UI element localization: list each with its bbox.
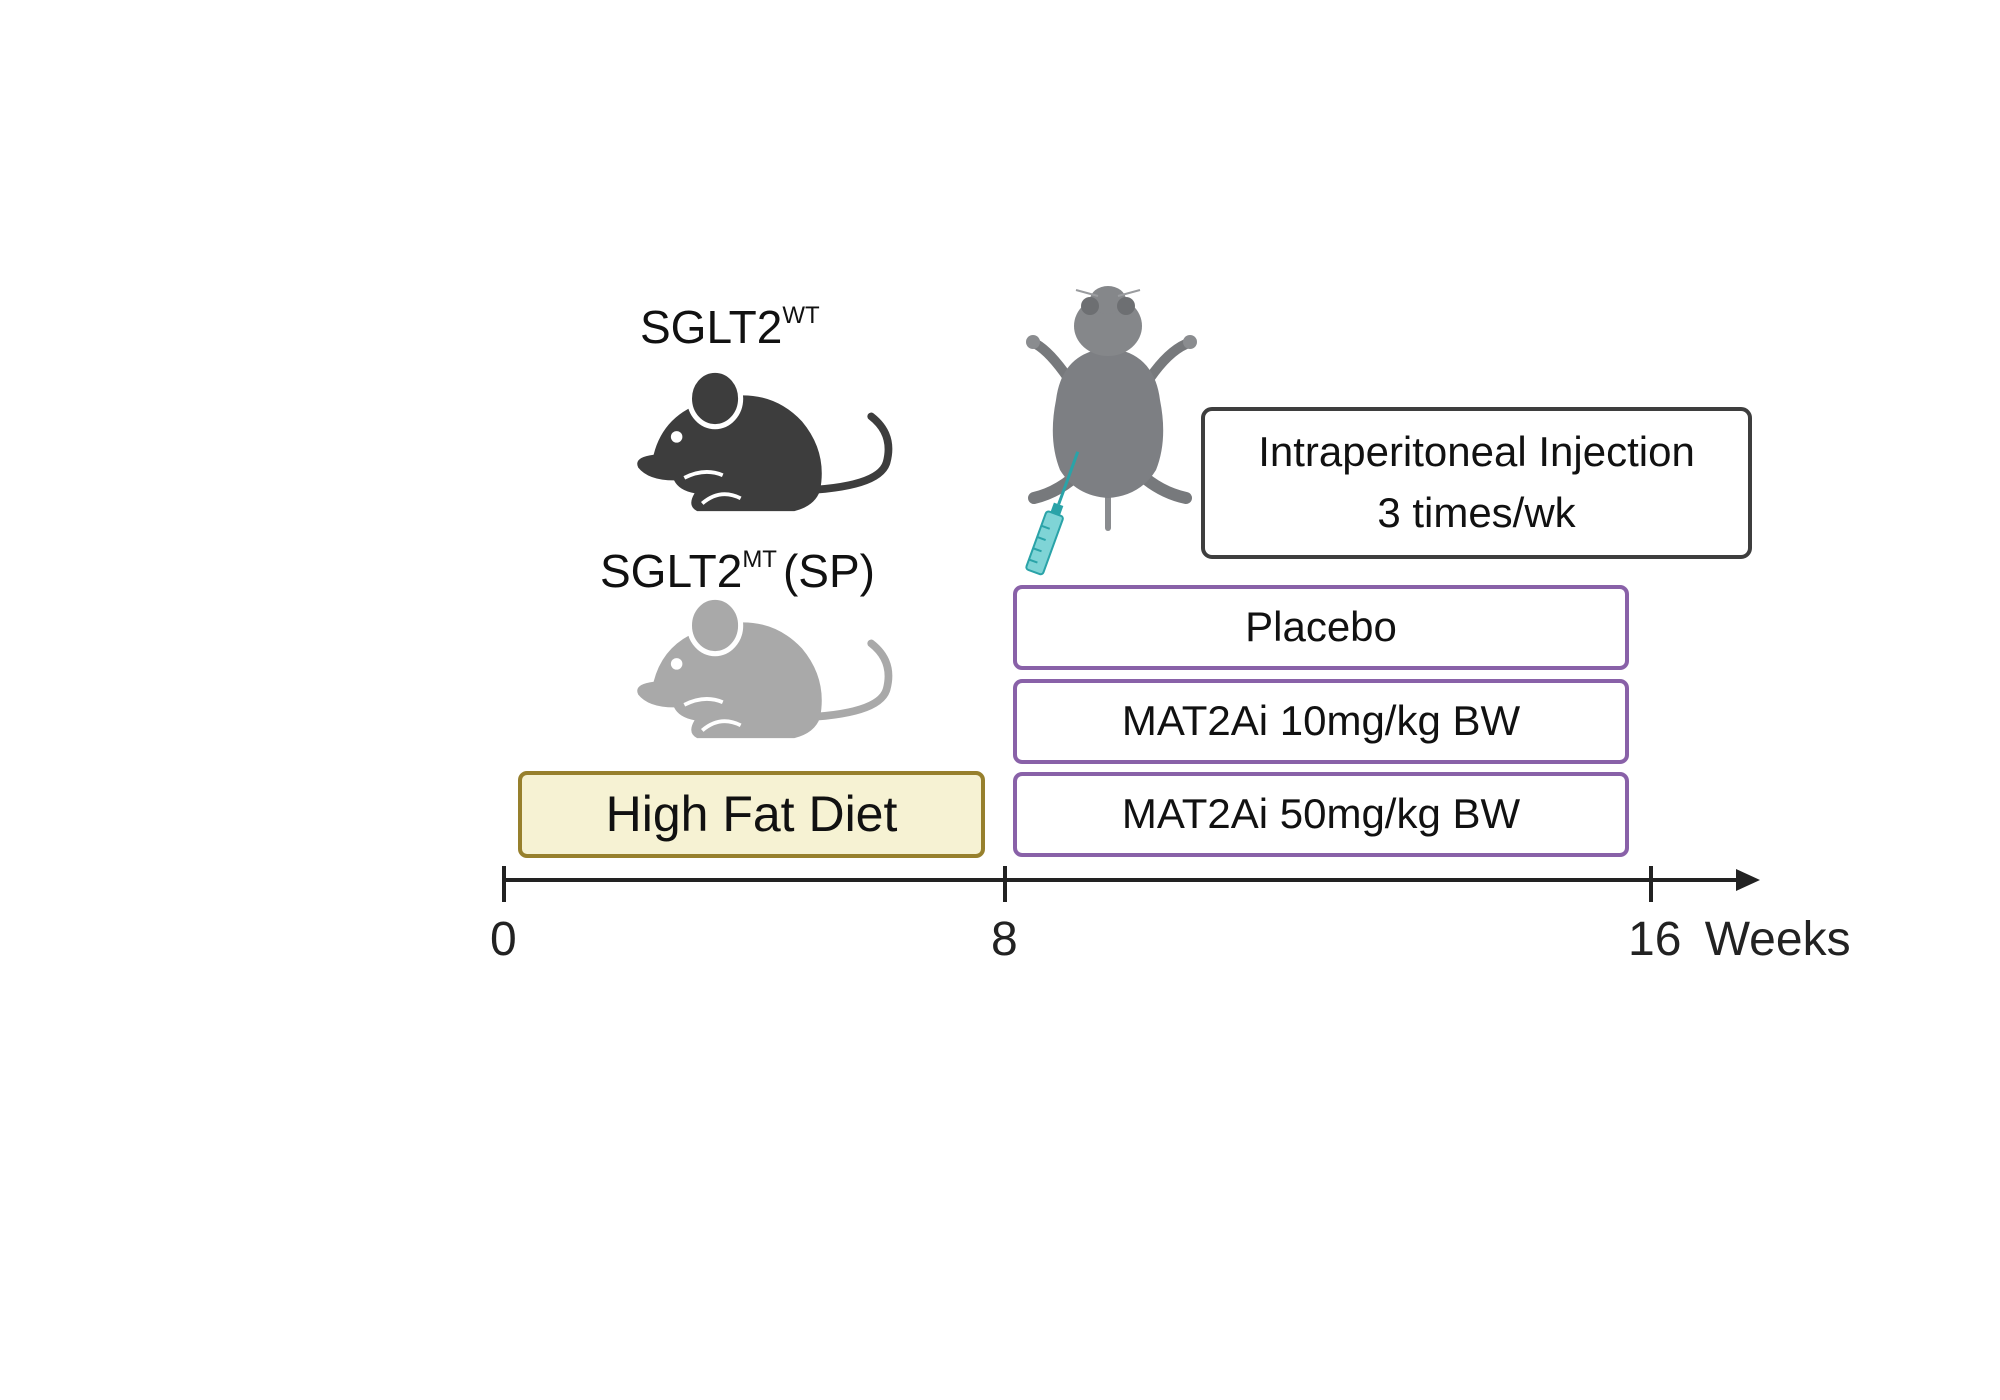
genotype-wild-type-label: SGLT2WT [640,301,820,353]
treatment-box-low-dose: MAT2Ai 10mg/kg BW [1013,679,1629,764]
tick-label-16: 16 Weeks [1628,912,1851,967]
injection-route-label: Intraperitoneal Injection [1258,428,1695,476]
treatment-label: MAT2Ai 10mg/kg BW [1121,697,1521,745]
tick-label-0: 0 [490,913,517,966]
tick-label-8: 8 [991,913,1018,966]
timeline-axis [502,866,1760,902]
genotype-name: SGLT2 [600,545,743,597]
mouse-supine-icon [1026,286,1197,531]
injection-frequency-label: 3 times/wk [1377,489,1576,536]
genotype-name: SGLT2 [640,301,783,353]
high-fat-diet-box: High Fat Diet [518,771,985,858]
mouse-wild-type-icon [637,370,888,511]
genotype-mutant-label: SGLT2MT(SP) [600,545,875,597]
treatment-box-placebo: Placebo [1013,585,1629,670]
treatment-label: MAT2Ai 50mg/kg BW [1121,790,1521,838]
mouse-mutant-icon [637,597,888,738]
genotype-superscript: WT [782,302,820,329]
high-fat-diet-label: High Fat Diet [605,786,898,843]
treatment-box-high-dose: MAT2Ai 50mg/kg BW [1013,772,1629,857]
genotype-superscript: MT [742,546,777,573]
syringe-icon [1025,451,1080,576]
injection-box: Intraperitoneal Injection 3 times/wk [1201,407,1752,559]
genotype-suffix: (SP) [782,545,875,597]
tick-label-16-value: 16 [1628,913,1682,966]
timeline-unit-label: Weeks [1704,913,1851,966]
treatment-label: Placebo [1245,603,1397,651]
